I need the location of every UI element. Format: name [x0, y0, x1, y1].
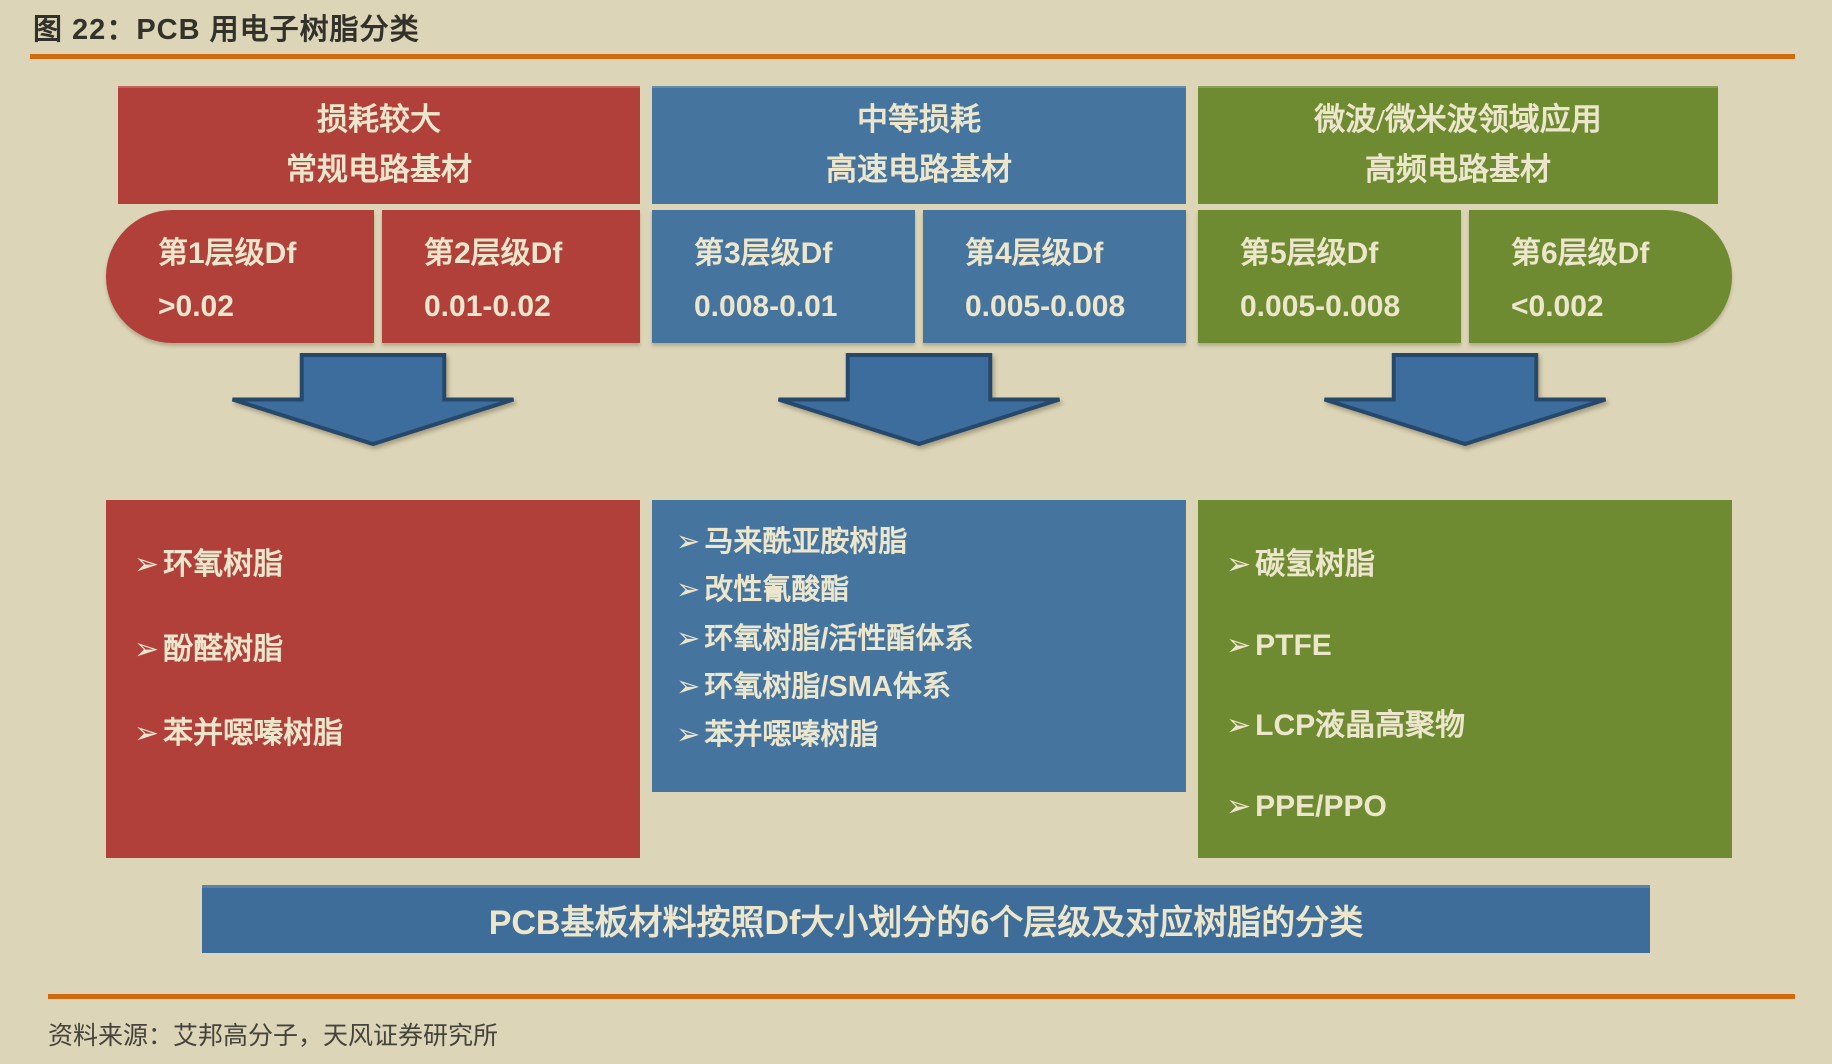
resin-item: ➢环氧树脂/SMA体系: [676, 671, 1162, 704]
resin-item: ➢PPE/PPO: [1226, 790, 1704, 825]
column-highfrequency-substrate: 微波/微米波领域应用 高频电路基材 第5层级Df 0.005-0.008 第6层…: [1198, 86, 1732, 858]
level-name: 第5层级Df: [1240, 237, 1379, 270]
resin-label: 苯并噁嗪树脂: [163, 717, 344, 750]
level-box-6: 第6层级Df <0.002: [1469, 210, 1732, 343]
header-line-2: 高频电路基材: [1365, 152, 1551, 187]
header-line-1: 损耗较大: [317, 102, 441, 138]
resin-label: 碳氢树脂: [1255, 548, 1376, 581]
down-arrow-icon: [652, 352, 1186, 447]
down-arrow-icon: [1198, 352, 1732, 447]
level-name: 第3层级Df: [694, 237, 833, 270]
resin-item: ➢环氧树脂/活性酯体系: [676, 623, 1162, 656]
level-row: 第3层级Df 0.008-0.01 第4层级Df 0.005-0.008: [652, 210, 1186, 343]
level-range: <0.002: [1511, 289, 1604, 323]
resin-list-conventional: ➢环氧树脂 ➢酚醛树脂 ➢苯并噁嗪树脂: [106, 500, 640, 858]
category-header-conventional: 损耗较大 常规电路基材: [118, 86, 640, 204]
header-line-2: 常规电路基材: [286, 152, 472, 187]
arrow-bullet-icon: ➢: [1226, 789, 1252, 823]
resin-label: 环氧树脂/SMA体系: [704, 671, 951, 704]
resin-label: 改性氰酸酯: [704, 574, 850, 607]
header-line-1: 微波/微米波领域应用: [1314, 102, 1602, 138]
header-line-2: 高速电路基材: [826, 152, 1012, 187]
category-header-highspeed: 中等损耗 高速电路基材: [652, 86, 1186, 204]
bottom-banner: PCB基板材料按照Df大小划分的6个层级及对应树脂的分类: [202, 885, 1650, 953]
resin-label: PPE/PPO: [1255, 789, 1387, 823]
header-line-1: 中等损耗: [857, 102, 981, 138]
resin-item: ➢苯并噁嗪树脂: [134, 717, 612, 752]
arrow-bullet-icon: ➢: [134, 717, 160, 750]
down-arrow-icon: [106, 352, 640, 447]
source-note: 资料来源：艾邦高分子，天风证券研究所: [48, 1022, 499, 1050]
resin-item: ➢酚醛树脂: [134, 633, 612, 668]
resin-classification-diagram: 损耗较大 常规电路基材 第1层级Df >0.02 第2层级Df 0.01-0.0…: [106, 86, 1732, 858]
arrow-bullet-icon: ➢: [676, 671, 701, 704]
figure-title: 图 22：PCB 用电子树脂分类: [33, 14, 420, 46]
resin-label: 马来酰亚胺树脂: [704, 526, 908, 558]
level-name: 第6层级Df: [1511, 237, 1650, 270]
resin-item: ➢PTFE: [1226, 629, 1704, 664]
column-highspeed-substrate: 中等损耗 高速电路基材 第3层级Df 0.008-0.01 第4层级Df 0.0…: [652, 86, 1186, 858]
level-row: 第1层级Df >0.02 第2层级Df 0.01-0.02: [106, 210, 640, 343]
level-box-5: 第5层级Df 0.005-0.008: [1198, 210, 1461, 343]
arrow-bullet-icon: ➢: [1226, 548, 1252, 581]
resin-label: 环氧树脂/活性酯体系: [704, 622, 974, 655]
level-range: >0.02: [158, 289, 234, 323]
arrow-bullet-icon: ➢: [676, 526, 701, 558]
top-rule: [30, 54, 1795, 59]
level-name: 第2层级Df: [424, 237, 563, 270]
arrow-bullet-icon: ➢: [1226, 709, 1252, 742]
arrow-bullet-icon: ➢: [676, 574, 701, 607]
level-box-4: 第4层级Df 0.005-0.008: [923, 210, 1186, 343]
category-header-highfrequency: 微波/微米波领域应用 高频电路基材: [1198, 86, 1718, 204]
resin-list-highspeed: ➢马来酰亚胺树脂 ➢改性氰酸酯 ➢环氧树脂/活性酯体系 ➢环氧树脂/SMA体系 …: [652, 500, 1186, 792]
arrow-bullet-icon: ➢: [676, 719, 701, 752]
resin-label: 酚醛树脂: [163, 632, 284, 666]
resin-item: ➢苯并噁嗪树脂: [676, 719, 1162, 752]
resin-item: ➢改性氰酸酯: [676, 574, 1162, 607]
level-box-3: 第3层级Df 0.008-0.01: [652, 210, 915, 343]
resin-item: ➢碳氢树脂: [1226, 548, 1704, 583]
resin-label: PTFE: [1255, 628, 1332, 662]
resin-item: ➢马来酰亚胺树脂: [676, 526, 1162, 559]
column-conventional-substrate: 损耗较大 常规电路基材 第1层级Df >0.02 第2层级Df 0.01-0.0…: [106, 86, 640, 858]
arrow-bullet-icon: ➢: [134, 548, 160, 581]
resin-item: ➢环氧树脂: [134, 548, 612, 583]
level-box-1: 第1层级Df >0.02: [106, 210, 374, 343]
level-range: 0.005-0.008: [1240, 289, 1401, 323]
arrow-bullet-icon: ➢: [134, 632, 160, 666]
arrow-bullet-icon: ➢: [1226, 628, 1252, 662]
resin-list-highfrequency: ➢碳氢树脂 ➢PTFE ➢LCP液晶高聚物 ➢PPE/PPO: [1198, 500, 1732, 858]
arrow-bullet-icon: ➢: [676, 622, 701, 655]
level-range: 0.008-0.01: [694, 289, 838, 323]
level-name: 第4层级Df: [965, 237, 1104, 270]
bottom-rule: [48, 994, 1795, 999]
level-name: 第1层级Df: [158, 237, 297, 270]
level-range: 0.01-0.02: [424, 289, 551, 323]
resin-label: LCP液晶高聚物: [1255, 709, 1466, 742]
level-row: 第5层级Df 0.005-0.008 第6层级Df <0.002: [1198, 210, 1732, 343]
resin-label: 苯并噁嗪树脂: [704, 719, 879, 752]
level-range: 0.005-0.008: [965, 289, 1126, 323]
resin-label: 环氧树脂: [163, 548, 284, 581]
resin-item: ➢LCP液晶高聚物: [1226, 709, 1704, 744]
level-box-2: 第2层级Df 0.01-0.02: [382, 210, 640, 343]
